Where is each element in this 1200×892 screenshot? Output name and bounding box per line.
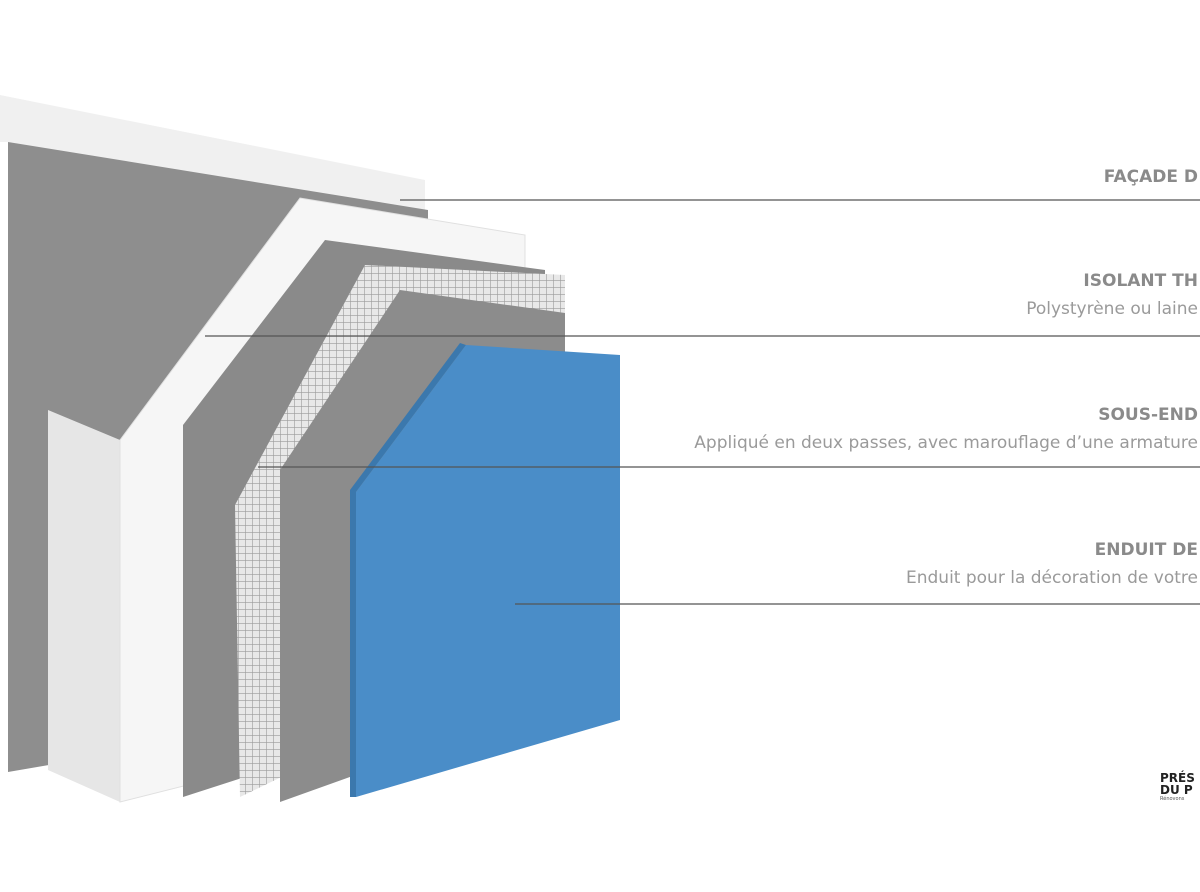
label-sous-enduit: SOUS-END Appliqué en deux passes, avec m… [694, 405, 1198, 453]
logo-line1: PRÉS [1160, 771, 1195, 785]
layer-title: FAÇADE D [1103, 167, 1198, 187]
finish-side [350, 343, 466, 797]
logo-line2: DU P [1160, 783, 1193, 797]
logo-tagline: Rénovons [1160, 796, 1185, 802]
wall-top-face [0, 95, 425, 215]
brand-logo: PRÉS DU P Rénovons [1160, 772, 1195, 803]
layer-subtitle: Polystyrène ou laine [1026, 299, 1198, 319]
layer-title: ENDUIT DE [1094, 540, 1198, 560]
layer-title: SOUS-END [1098, 405, 1198, 425]
label-facade: FAÇADE D [1104, 167, 1198, 187]
layer-subtitle: Appliqué en deux passes, avec marouflage… [694, 433, 1198, 453]
insulation-side [48, 410, 120, 802]
finish-layer [356, 345, 620, 797]
layer-title: ISOLANT TH [1083, 271, 1198, 291]
layer-subtitle: Enduit pour la décoration de votre [905, 568, 1198, 588]
label-isolant: ISOLANT TH Polystyrène ou laine [1026, 271, 1198, 319]
label-enduit: ENDUIT DE Enduit pour la décoration de v… [906, 540, 1198, 588]
